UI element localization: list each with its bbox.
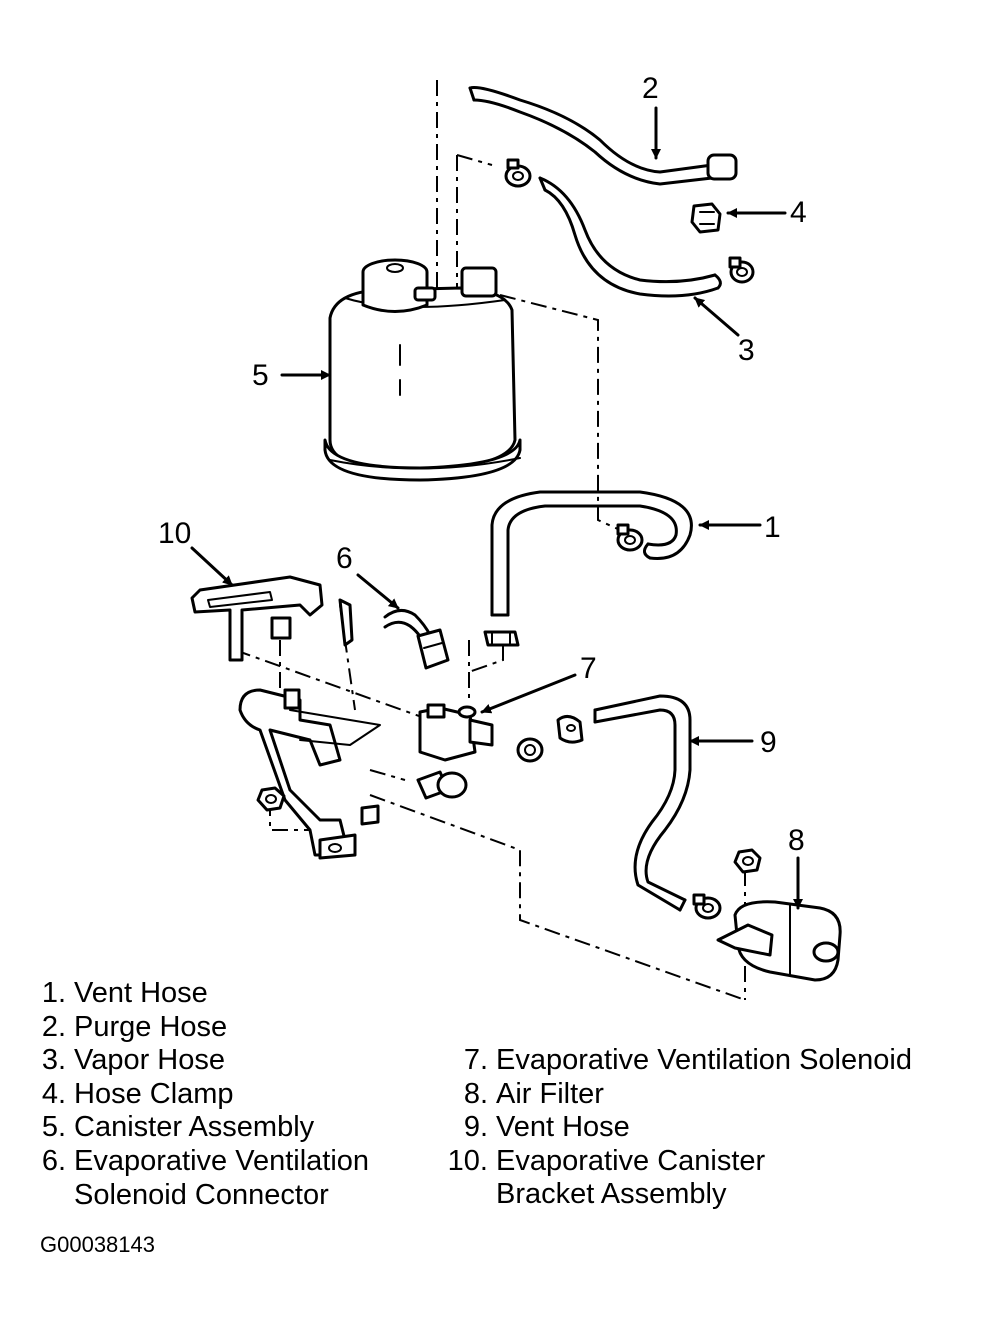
- legend-item-7: 7. Evaporative Ventilation Solenoid: [440, 1044, 912, 1078]
- legend-item-3: 3. Vapor Hose: [30, 1044, 369, 1078]
- legend-label: Vapor Hose: [74, 1044, 225, 1077]
- callout-1: 1: [764, 511, 781, 544]
- legend-number: 6.: [41, 1144, 66, 1177]
- hose-clamp-4: [690, 202, 722, 234]
- canister-bracket-assembly: [190, 575, 381, 860]
- legend-item-9: 9. Vent Hose: [440, 1111, 912, 1145]
- legend-label: Canister Assembly: [74, 1111, 315, 1144]
- legend-item-1: 1. Vent Hose: [30, 977, 369, 1011]
- mounting-bolt: [416, 770, 468, 800]
- legend-item-2: 2. Purge Hose: [30, 1011, 369, 1045]
- air-filter: [716, 900, 842, 982]
- legend-number-spacer: [440, 1178, 488, 1212]
- hose-clamp-vent: [616, 523, 644, 552]
- legend-number: 9.: [463, 1111, 488, 1144]
- legend-label: Vent Hose: [74, 977, 208, 1009]
- mounting-nut-left: [256, 786, 286, 812]
- figure-id: G00038143: [40, 1232, 155, 1257]
- callout-7: 7: [580, 652, 597, 685]
- mounting-nut-right: [733, 848, 762, 874]
- canister-assembly: [323, 258, 522, 482]
- callout-2: 2: [642, 72, 659, 105]
- vent-hose-upper: [490, 490, 693, 617]
- solenoid-connector: [383, 609, 450, 670]
- legend-label: Air Filter: [496, 1077, 604, 1110]
- hose-clamp-8: [692, 893, 722, 920]
- hose-clamp-lower: [483, 630, 520, 647]
- callout-arrows: [190, 106, 803, 910]
- alignment-lines: [234, 80, 746, 1001]
- legend-number: 5.: [41, 1111, 66, 1144]
- callout-10: 10: [158, 517, 191, 550]
- vent-hose-lower: [593, 694, 692, 912]
- legend-label: Bracket Assembly: [496, 1178, 727, 1211]
- legend-label: Purge Hose: [74, 1010, 228, 1043]
- legend-number: 1.: [41, 977, 66, 1009]
- callout-labels: 1 2 3 4 5 6 7 8 9 10: [158, 72, 807, 857]
- parts-legend-left: 1. Vent Hose 2. Purge Hose 3. Vapor Hose…: [30, 977, 369, 1212]
- legend-item-4: 4. Hose Clamp: [30, 1078, 369, 1112]
- legend-number: 8.: [463, 1077, 488, 1110]
- legend-item-8: 8. Air Filter: [440, 1078, 912, 1112]
- vapor-hose: [538, 176, 722, 298]
- legend-number: 7.: [463, 1044, 488, 1076]
- callout-8: 8: [788, 824, 805, 857]
- legend-label: Evaporative Ventilation Solenoid: [496, 1044, 912, 1076]
- legend-item-6-continued: Solenoid Connector: [30, 1179, 369, 1213]
- legend-number: 2.: [41, 1010, 66, 1043]
- callout-6: 6: [336, 542, 353, 575]
- legend-label: Solenoid Connector: [74, 1178, 329, 1211]
- legend-number: 4.: [41, 1077, 66, 1110]
- callout-5: 5: [252, 359, 269, 392]
- legend-item-10: 10. Evaporative Canister: [440, 1145, 912, 1179]
- legend-label: Hose Clamp: [74, 1077, 234, 1110]
- parts-legend-right: 7. Evaporative Ventilation Solenoid 8. A…: [440, 1044, 912, 1212]
- legend-label: Vent Hose: [496, 1111, 630, 1144]
- callout-3: 3: [738, 334, 755, 367]
- callout-4: 4: [790, 196, 807, 229]
- callout-9: 9: [760, 726, 777, 759]
- legend-item-10-continued: Bracket Assembly: [440, 1178, 912, 1212]
- legend-label: Evaporative Canister: [496, 1144, 766, 1177]
- legend-label: Evaporative Ventilation: [74, 1144, 370, 1177]
- legend-number: 3.: [41, 1044, 66, 1077]
- purge-hose: [468, 86, 738, 186]
- ventilation-solenoid: [418, 703, 544, 763]
- hose-clamp-top: [504, 158, 532, 188]
- legend-item-5: 5. Canister Assembly: [30, 1111, 369, 1145]
- hose-clamp-right: [728, 256, 755, 284]
- legend-number-spacer: [30, 1179, 66, 1213]
- legend-item-6: 6. Evaporative Ventilation: [30, 1145, 369, 1179]
- legend-number: 10.: [447, 1144, 488, 1177]
- hose-clamp-9: [556, 715, 584, 744]
